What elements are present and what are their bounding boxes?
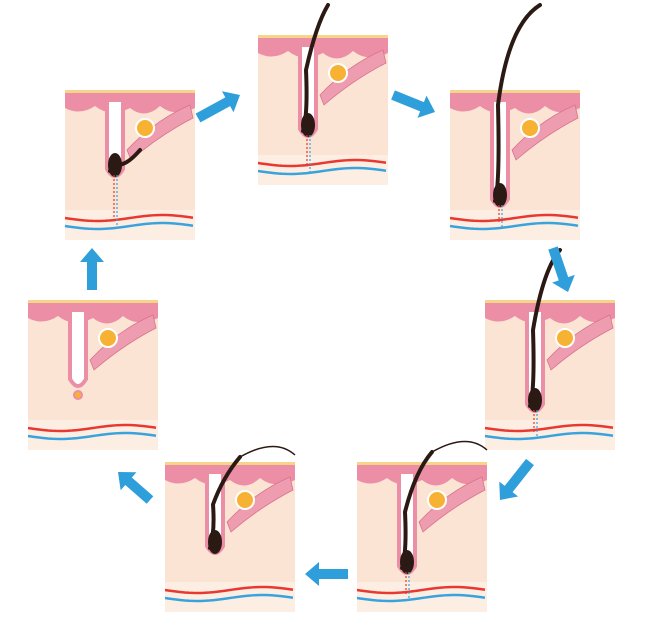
- arrow-icon: [499, 458, 534, 501]
- stage-telogen-empty: [27, 300, 158, 450]
- skin-surface: [450, 90, 580, 93]
- arrow-icon: [305, 562, 348, 586]
- sebaceous-gland: [135, 118, 155, 138]
- hair-follicle: [68, 312, 88, 388]
- cycle-arrow-2: [391, 90, 435, 118]
- artery-line: [164, 585, 294, 595]
- skin-surface: [485, 300, 615, 303]
- stage-catagen: [484, 248, 615, 450]
- artery-line: [27, 423, 157, 433]
- stage-anagen-growing: [257, 3, 388, 185]
- epidermis-layer: [450, 92, 580, 114]
- dermal-papilla: [73, 390, 83, 400]
- epidermis-layer: [485, 302, 615, 324]
- artery-line: [484, 423, 614, 433]
- vein-line: [64, 221, 194, 231]
- hair-bulb: [108, 153, 122, 177]
- artery-line: [449, 213, 579, 223]
- arrow-icon: [117, 471, 154, 504]
- epidermis-layer: [65, 92, 195, 114]
- stage-early-anagen: [64, 90, 195, 240]
- hair-bulb: [400, 550, 414, 574]
- stage-telogen-shedding: [164, 445, 296, 612]
- arrow-icon: [80, 248, 104, 290]
- hair-bulb: [493, 183, 507, 207]
- sebaceous-gland: [520, 118, 540, 138]
- vein-line: [449, 221, 579, 231]
- vein-line: [257, 166, 387, 176]
- skin-surface: [165, 462, 295, 465]
- hair-tip: [431, 440, 488, 453]
- cycle-arrow-1: [195, 91, 241, 123]
- epidermis-layer: [165, 464, 295, 486]
- artery-line: [64, 213, 194, 223]
- hair-bulb: [208, 530, 222, 554]
- sebaceous-gland: [328, 63, 348, 83]
- cycle-arrow-7: [80, 248, 104, 290]
- epidermis-layer: [357, 464, 487, 486]
- epidermis-layer: [28, 302, 158, 324]
- cycle-arrow-3: [548, 246, 575, 293]
- artery-line: [257, 158, 387, 168]
- arrow-icon: [195, 91, 241, 123]
- skin-surface: [258, 35, 388, 38]
- stage-anagen-full: [449, 3, 580, 240]
- vein-line: [484, 431, 614, 441]
- stage-late-catagen: [356, 440, 488, 612]
- sebaceous-gland: [98, 328, 118, 348]
- sebaceous-gland: [555, 328, 575, 348]
- artery-line: [356, 585, 486, 595]
- hair-bulb: [301, 113, 315, 137]
- skin-surface: [28, 300, 158, 303]
- cycle-arrow-6: [117, 471, 154, 504]
- vein-line: [27, 431, 157, 441]
- sebaceous-gland: [427, 490, 447, 510]
- vein-line: [164, 593, 294, 603]
- vein-line: [356, 593, 486, 603]
- arrow-icon: [548, 246, 575, 293]
- cycle-arrow-5: [305, 562, 348, 586]
- hair-bulb: [528, 388, 542, 412]
- arrow-icon: [391, 90, 435, 118]
- cycle-arrow-4: [499, 458, 534, 501]
- epidermis-layer: [258, 37, 388, 59]
- hair-tip: [239, 445, 296, 458]
- skin-surface: [65, 90, 195, 93]
- sebaceous-gland: [235, 490, 255, 510]
